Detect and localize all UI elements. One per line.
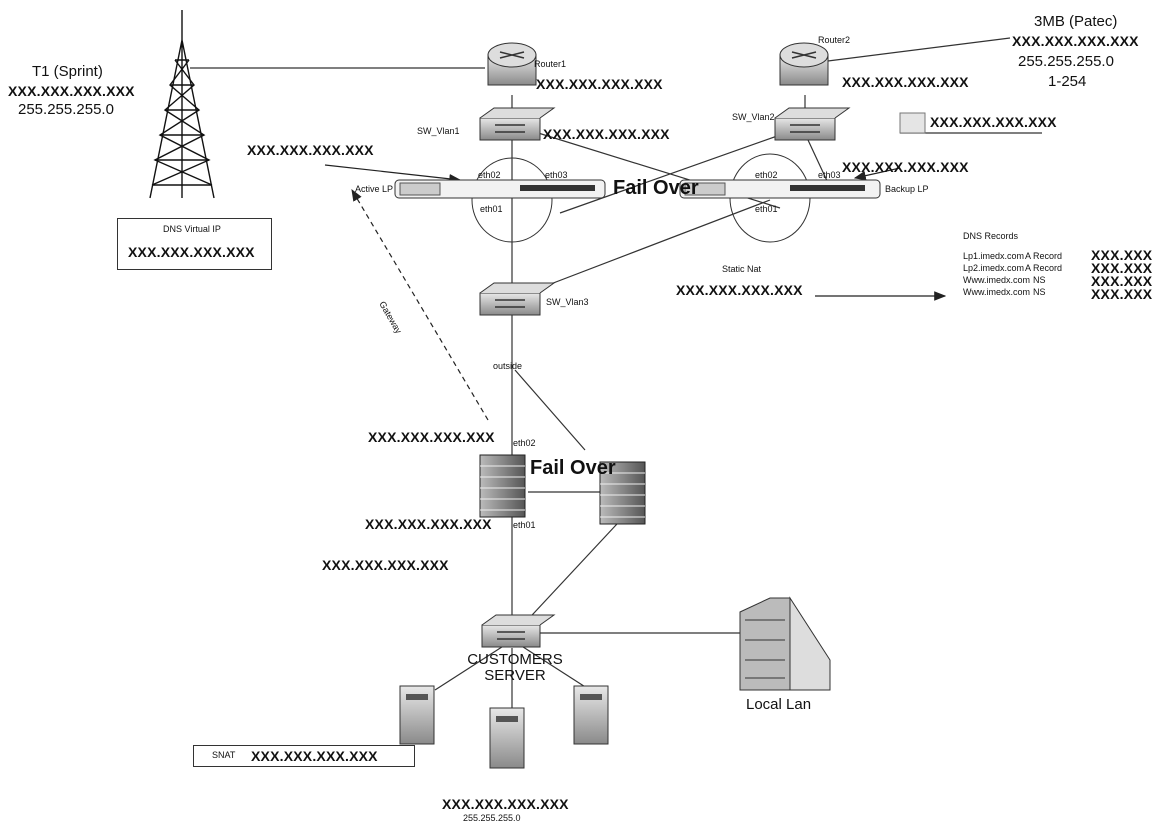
router2-ip: XXX.XXX.XXX.XXX [842, 75, 969, 89]
small-device-icon [900, 113, 925, 133]
backup-lp-eth01: eth01 [755, 205, 778, 214]
active-lp-eth01: eth01 [480, 205, 503, 214]
router2-label: Router2 [818, 36, 850, 45]
local-lan-building-icon [740, 598, 830, 690]
sw-vlan1-label: SW_Vlan1 [417, 127, 460, 136]
isp1-ip: XXX.XXX.XXX.XXX [8, 84, 135, 98]
isp2-name: 3MB (Patec) [1034, 14, 1117, 29]
backup-lp-label: Backup LP [885, 185, 929, 194]
server-right-icon [574, 686, 608, 744]
customers-line2: SERVER [460, 668, 570, 683]
isp2-mask: 255.255.255.0 [1018, 54, 1114, 69]
snat-box: SNAT XXX.XXX.XXX.XXX [193, 745, 415, 767]
backup-lp-eth03: eth03 [818, 171, 841, 180]
fw-ip3: XXX.XXX.XXX.XXX [322, 558, 449, 572]
failover-top: Fail Over [613, 178, 699, 198]
dns-vip-title: DNS Virtual IP [163, 225, 221, 234]
radio-tower-icon [150, 10, 214, 198]
active-lp-eth02: eth02 [478, 171, 501, 180]
dns-record-host: Lp2.imedx.com [963, 264, 1024, 273]
dns-record-type: NS [1033, 288, 1046, 297]
server-center-icon [490, 708, 524, 768]
dns-record-type: A Record [1025, 252, 1062, 261]
server-left-icon [400, 686, 434, 744]
dns-records-block: DNS Records Lp1.imedx.com A Record XXX.X… [963, 232, 1153, 322]
small-box-ip: XXX.XXX.XXX.XXX [930, 115, 1057, 129]
arrow-to-active-lp [325, 165, 460, 180]
dns-record-ip: XXX.XXX [1091, 287, 1152, 301]
local-lan-label: Local Lan [746, 697, 811, 712]
dns-record-type: NS [1033, 276, 1046, 285]
router1-ip: XXX.XXX.XXX.XXX [536, 77, 663, 91]
backup-lp-appliance-icon [680, 180, 880, 198]
backup-lp-eth02: eth02 [755, 171, 778, 180]
firewall-primary-icon [480, 455, 525, 517]
dns-records-title: DNS Records [963, 232, 1018, 241]
active-lp-label: Active LP [355, 185, 393, 194]
dns-vip-ip: XXX.XXX.XXX.XXX [128, 245, 255, 259]
isp1-name: T1 (Sprint) [32, 64, 103, 79]
server-mask: 255.255.255.0 [463, 814, 521, 823]
dns-virtual-ip-box: DNS Virtual IP XXX.XXX.XXX.XXX [117, 218, 272, 270]
outside-label: outside [493, 362, 522, 371]
switch-vlan3-icon [480, 283, 554, 315]
static-nat-ip: XXX.XXX.XXX.XXX [676, 283, 803, 297]
gateway-dashed-arrow [352, 190, 488, 420]
dns-record-host: Lp1.imedx.com [963, 252, 1024, 261]
active-lp-eth03: eth03 [545, 171, 568, 180]
failover-mid: Fail Over [530, 458, 616, 478]
fw-eth01: eth01 [513, 521, 536, 530]
isp2-range: 1-254 [1048, 74, 1086, 89]
server-ip: XXX.XXX.XXX.XXX [442, 797, 569, 811]
isp2-ip: XXX.XXX.XXX.XXX [1012, 34, 1139, 48]
backup-lp-ip: XXX.XXX.XXX.XXX [842, 160, 969, 174]
sw-vlan1-ip: XXX.XXX.XXX.XXX [543, 127, 670, 141]
static-nat-title: Static Nat [722, 265, 761, 274]
dns-record-host: Www.imedx.com [963, 276, 1030, 285]
switch-vlan2-icon [775, 108, 849, 140]
isp1-mask: 255.255.255.0 [18, 102, 114, 117]
router2-icon [780, 43, 828, 85]
snat-ip: XXX.XXX.XXX.XXX [251, 749, 378, 763]
fw-ip1: XXX.XXX.XXX.XXX [368, 430, 495, 444]
left-ip: XXX.XXX.XXX.XXX [247, 143, 374, 157]
customers-line1: CUSTOMERS [460, 652, 570, 667]
active-lp-appliance-icon [395, 180, 605, 198]
fw-eth02: eth02 [513, 439, 536, 448]
router1-label: Router1 [534, 60, 566, 69]
snat-label: SNAT [212, 751, 235, 760]
sw-vlan2-label: SW_Vlan2 [732, 113, 775, 122]
fw-ip2: XXX.XXX.XXX.XXX [365, 517, 492, 531]
sw-vlan3-label: SW_Vlan3 [546, 298, 589, 307]
switch-customers-icon [482, 615, 554, 647]
dns-record-host: Www.imedx.com [963, 288, 1030, 297]
router1-icon [488, 43, 536, 85]
dns-record-type: A Record [1025, 264, 1062, 273]
